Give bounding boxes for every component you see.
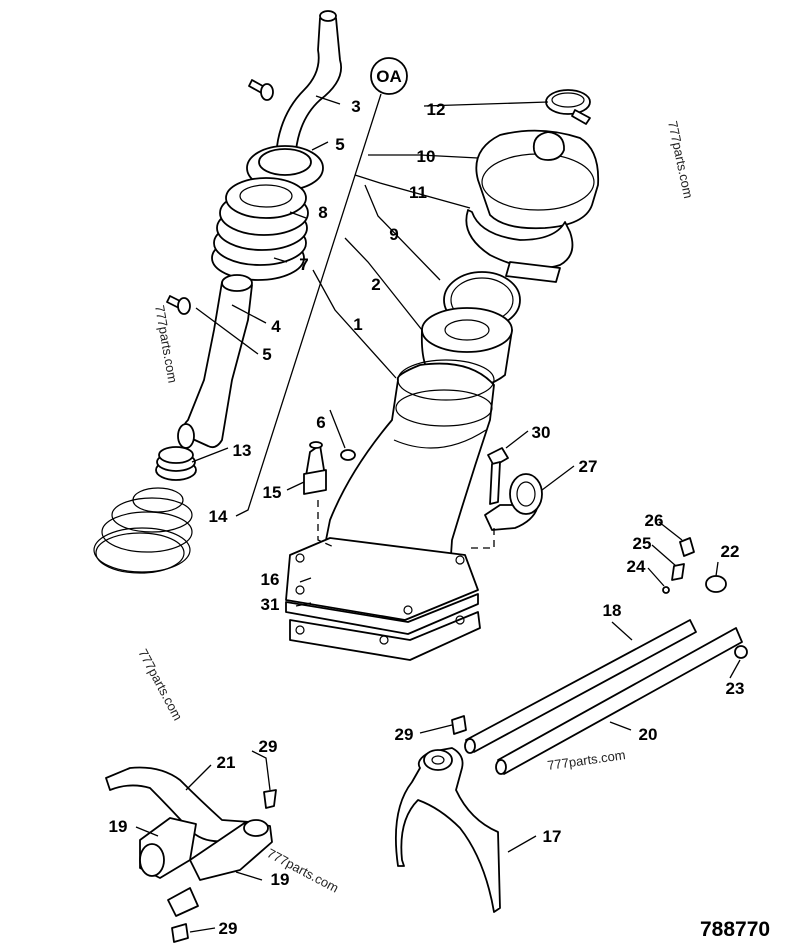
plug-23	[734, 645, 748, 659]
bolt	[487, 447, 509, 505]
callout-21: 21	[217, 753, 236, 772]
oa-label: OA	[376, 67, 402, 86]
callout-1: 1	[353, 315, 362, 334]
callout-10: 10	[417, 147, 436, 166]
callout-24: 24	[627, 557, 646, 576]
callout-25: 25	[633, 534, 652, 553]
callout-26: 26	[645, 511, 664, 530]
breather-path-line	[317, 500, 337, 549]
fork-block-19-left	[139, 817, 197, 879]
callout-2: 2	[371, 275, 380, 294]
watermark-bottom-left: 777parts.com	[135, 646, 185, 723]
callout-22: 22	[721, 542, 740, 561]
callout-20: 20	[639, 725, 658, 744]
watermark-left: 777parts.com	[152, 304, 180, 384]
selector-rod-20	[495, 627, 743, 775]
callout-4: 4	[271, 317, 281, 336]
lever-pin-lower	[166, 295, 191, 315]
gasket-lower	[289, 611, 481, 661]
callout-13: 13	[233, 441, 252, 460]
callout-12: 12	[427, 100, 446, 119]
selector-rod-18	[464, 619, 697, 754]
gear-lever-upper	[273, 10, 342, 172]
callout-16: 16	[261, 570, 280, 589]
coil-spring	[93, 487, 193, 574]
dust-boot-cap	[475, 129, 600, 230]
callout-29-lower: 29	[219, 919, 238, 938]
fork-block-19-right	[167, 819, 273, 917]
clamp-band	[465, 209, 574, 283]
callout-14: 14	[209, 507, 228, 526]
leader-lines	[135, 95, 741, 933]
lever-pin-upper	[248, 79, 274, 101]
callout-23: 23	[726, 679, 745, 698]
hose-clip	[545, 89, 591, 125]
callout-19-left: 19	[109, 817, 128, 836]
detent-screw-26	[679, 537, 695, 557]
callout-6: 6	[316, 413, 325, 432]
plug	[340, 449, 356, 461]
callout-17: 17	[543, 827, 562, 846]
grease-nipple-mid	[451, 715, 467, 735]
assembly-oa-marker: OA	[235, 57, 408, 517]
watermark-rods: 777parts.com	[546, 747, 626, 773]
callout-30: 30	[532, 423, 551, 442]
grease-nipple-upper	[263, 789, 277, 809]
watermark-top-right: 777parts.com	[665, 120, 696, 200]
callout-27: 27	[579, 457, 598, 476]
drawing-reference-number: 788770	[700, 918, 770, 941]
breather-valve	[303, 441, 327, 495]
small-spring	[155, 446, 197, 481]
callout-31: 31	[261, 595, 280, 614]
bellows-spring	[211, 177, 309, 281]
bolt-path-line	[470, 528, 495, 549]
callout-18: 18	[603, 601, 622, 620]
gear-lever-lower	[177, 274, 253, 449]
callout-15: 15	[263, 483, 282, 502]
housing-flange	[285, 537, 479, 621]
callout-3: 3	[351, 97, 360, 116]
cable-clip	[484, 473, 543, 531]
callout-5-lower: 5	[262, 345, 271, 364]
callout-labels: 3 5 12 10 11 8 9 7 2 1 4 5 6 13 15 14 30…	[109, 97, 745, 938]
callout-11: 11	[409, 183, 427, 202]
gasket-upper	[285, 593, 479, 635]
callout-7: 7	[299, 255, 308, 274]
callout-19-right: 19	[271, 870, 290, 889]
selector-fork-17	[395, 747, 501, 913]
selector-fork-21	[105, 766, 257, 843]
spring-25	[671, 563, 685, 581]
callout-8: 8	[318, 203, 327, 222]
callout-9: 9	[389, 225, 398, 244]
callout-29-upper: 29	[259, 737, 278, 756]
callout-29-mid: 29	[395, 725, 414, 744]
grease-nipple-lower	[171, 923, 189, 943]
ball-24	[662, 586, 670, 594]
interlock-22	[705, 575, 727, 593]
callout-5-upper: 5	[335, 135, 344, 154]
